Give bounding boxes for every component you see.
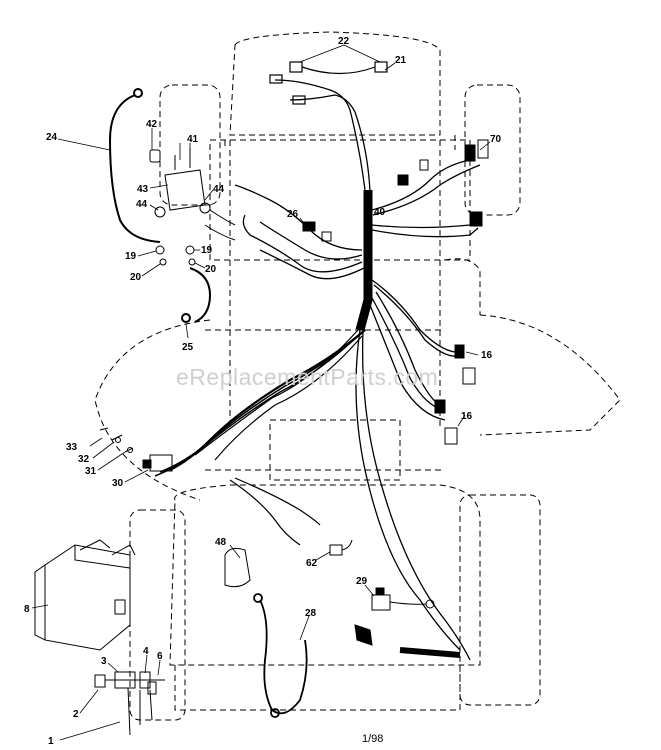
chassis-outline: [94, 31, 621, 721]
callout-44-right: 44: [213, 184, 225, 195]
callout-33: 33: [66, 442, 78, 453]
watermark: eReplacementParts.com: [176, 364, 438, 390]
headlight-connectors: [269, 61, 388, 105]
callout-labels: 22 21 70 24 42 41 43 44 44 40 26 19 19 2…: [24, 36, 502, 747]
callout-20-left: 20: [130, 272, 142, 283]
callout-32: 32: [78, 454, 90, 465]
callout-16-upper: 16: [481, 350, 493, 361]
callout-43: 43: [137, 184, 149, 195]
callout-41: 41: [187, 134, 199, 145]
callout-26: 26: [287, 209, 299, 220]
connector-48-62: [224, 539, 353, 588]
callout-28: 28: [305, 608, 317, 619]
battery-box: [34, 539, 136, 651]
callout-8: 8: [24, 604, 30, 615]
main-harness-bundle: [154, 79, 481, 661]
callout-62: 62: [306, 558, 318, 569]
callout-21: 21: [395, 55, 407, 66]
callout-2: 2: [73, 709, 79, 720]
callout-6: 6: [157, 651, 163, 662]
switch-29: [354, 587, 435, 646]
ignition-switch-assembly: [149, 148, 236, 266]
connector-block-30: [99, 427, 173, 472]
callout-25: 25: [182, 342, 194, 353]
seat-switch-connectors-70: [397, 139, 489, 227]
callout-3: 3: [101, 656, 107, 667]
callout-4: 4: [143, 646, 149, 657]
callout-19-left: 19: [125, 251, 137, 262]
callout-48: 48: [215, 537, 227, 548]
ground-cable-25: [181, 267, 212, 323]
callout-30: 30: [112, 478, 124, 489]
callout-70: 70: [490, 134, 502, 145]
footer-code: 1/98: [362, 733, 383, 745]
callout-42: 42: [146, 119, 158, 130]
callout-16-lower: 16: [461, 411, 473, 422]
callout-22: 22: [338, 36, 350, 47]
cable-28: [253, 593, 308, 718]
callout-1: 1: [48, 736, 54, 747]
callout-24: 24: [46, 132, 58, 143]
callout-31: 31: [85, 466, 97, 477]
callout-44-left: 44: [136, 199, 148, 210]
callout-20-right: 20: [205, 264, 217, 275]
callout-19-right: 19: [201, 245, 213, 256]
connectors-16: [434, 344, 476, 445]
connector-26: [302, 221, 332, 242]
ground-cable-24: [108, 88, 161, 243]
callout-leaders: [31, 44, 491, 741]
callout-40: 40: [374, 207, 386, 218]
callout-29: 29: [356, 576, 368, 587]
